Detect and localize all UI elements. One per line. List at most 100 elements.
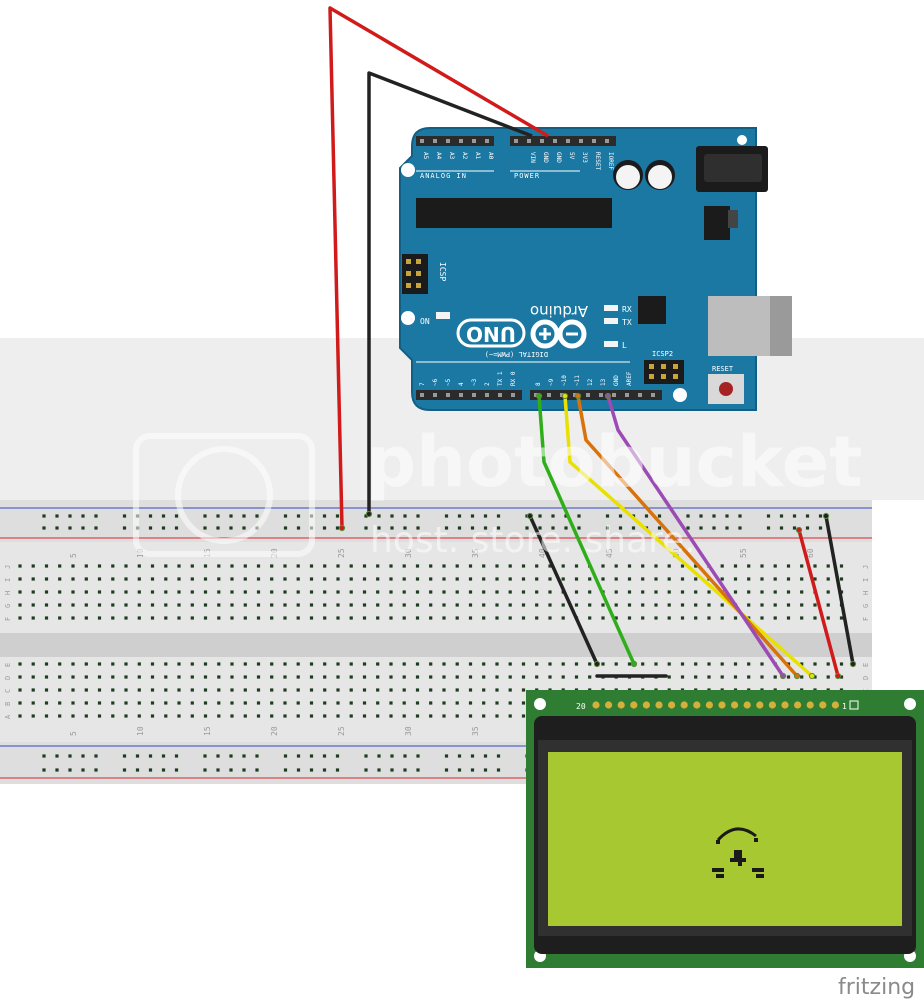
breadboard-hole (468, 577, 473, 581)
row-letter: G (4, 604, 12, 608)
breadboard-hole (482, 564, 486, 568)
breadboard-hole (217, 714, 221, 718)
breadboard-hole (150, 688, 155, 692)
rail-hole (216, 526, 220, 530)
breadboard-hole (376, 662, 380, 666)
breadboard-hole (336, 688, 340, 692)
breadboard-hole (71, 675, 75, 679)
header-pin (485, 393, 489, 397)
breadboard-hole (389, 688, 393, 692)
rail-hole (94, 514, 98, 518)
l-label: L (622, 341, 627, 350)
row-letter: F (4, 617, 12, 621)
breadboard-hole (389, 714, 393, 718)
breadboard-hole (747, 662, 751, 666)
power-header (510, 136, 616, 146)
header-pin (433, 393, 437, 397)
breadboard-hole (283, 616, 287, 620)
breadboard-hole (164, 616, 168, 620)
header-pin (625, 393, 629, 397)
breadboard-hole (508, 675, 512, 679)
breadboard-hole (58, 714, 62, 718)
breadboard-hole (707, 603, 711, 607)
breadboard-hole (747, 590, 751, 594)
rail-hole (390, 768, 394, 772)
breadboard-hole (309, 616, 314, 620)
lcd-12864-module: 20 1 (526, 690, 924, 968)
rail-hole (229, 768, 233, 772)
rail-hole (457, 754, 462, 758)
header-pin (498, 393, 502, 397)
breadboard-hole (111, 675, 115, 679)
breadboard-hole (813, 662, 817, 666)
breadboard-hole (190, 662, 194, 666)
breadboard-hole (349, 662, 353, 666)
breadboard-hole (58, 590, 62, 594)
breadboard-hole (270, 701, 274, 705)
breadboard-hole (150, 662, 155, 666)
wire-black-gnd (367, 71, 533, 514)
breadboard-hole (309, 714, 314, 718)
rail-hole (470, 754, 475, 758)
rail-hole (699, 526, 703, 530)
breadboard-hole (813, 616, 817, 620)
rail-hole (242, 514, 246, 518)
breadboard-hole (654, 616, 658, 620)
breadboard-hole (177, 714, 181, 718)
breadboard-hole (18, 688, 22, 692)
breadboard-hole (813, 577, 817, 581)
breadboard-hole (680, 603, 685, 607)
breadboard-hole (760, 616, 764, 620)
breadboard-hole (588, 675, 592, 679)
breadboard-hole (707, 616, 711, 620)
breadboard-hole (442, 603, 446, 607)
rail-hole (81, 526, 85, 530)
breadboard-hole (230, 701, 234, 705)
digital-pin-label: AREF (626, 371, 633, 386)
breadboard-hole (124, 564, 128, 568)
rail-hole (377, 526, 381, 530)
rail-hole (631, 526, 636, 530)
breadboard-hole (561, 603, 565, 607)
icsp2-header (644, 360, 684, 384)
rail-hole (322, 526, 327, 530)
breadboard-hole (309, 688, 314, 692)
breadboard-hole (243, 688, 247, 692)
breadboard-hole (415, 577, 420, 581)
breadboard-hole (270, 675, 274, 679)
header-pin (459, 393, 463, 397)
rail-hole (42, 526, 46, 530)
breadboard-hole (588, 603, 592, 607)
breadboard-hole (84, 577, 88, 581)
rx-led (604, 305, 618, 311)
rail-hole (416, 754, 420, 758)
breadboard-hole (535, 603, 539, 607)
rail-hole (364, 514, 368, 518)
watermark-line2: host. store. share. (370, 520, 696, 561)
rail-hole (122, 768, 127, 772)
breadboard-hole (283, 564, 287, 568)
breadboard-hole (429, 675, 433, 679)
breadboard-hole (508, 577, 512, 581)
breadboard-hole (243, 714, 247, 718)
breadboard-hole (561, 675, 565, 679)
breadboard-hole (124, 577, 128, 581)
rail-hole (725, 526, 729, 530)
analog-pin-label: A4 (435, 152, 442, 160)
breadboard-hole (495, 701, 499, 705)
breadboard-hole (574, 590, 579, 594)
breadboard-hole (203, 688, 208, 692)
rail-hole (322, 514, 327, 518)
breadboard-hole (97, 701, 102, 705)
breadboard-hole (694, 603, 698, 607)
breadboard-hole (349, 616, 353, 620)
breadboard-hole (839, 662, 844, 666)
rail-hole (174, 754, 179, 758)
breadboard-hole (256, 616, 261, 620)
breadboard-hole (309, 701, 314, 705)
rail-hole (216, 514, 220, 518)
breadboard-hole (362, 564, 367, 568)
breadboard-hole (614, 590, 618, 594)
breadboard-hole (203, 577, 208, 581)
wire-end (338, 524, 346, 532)
